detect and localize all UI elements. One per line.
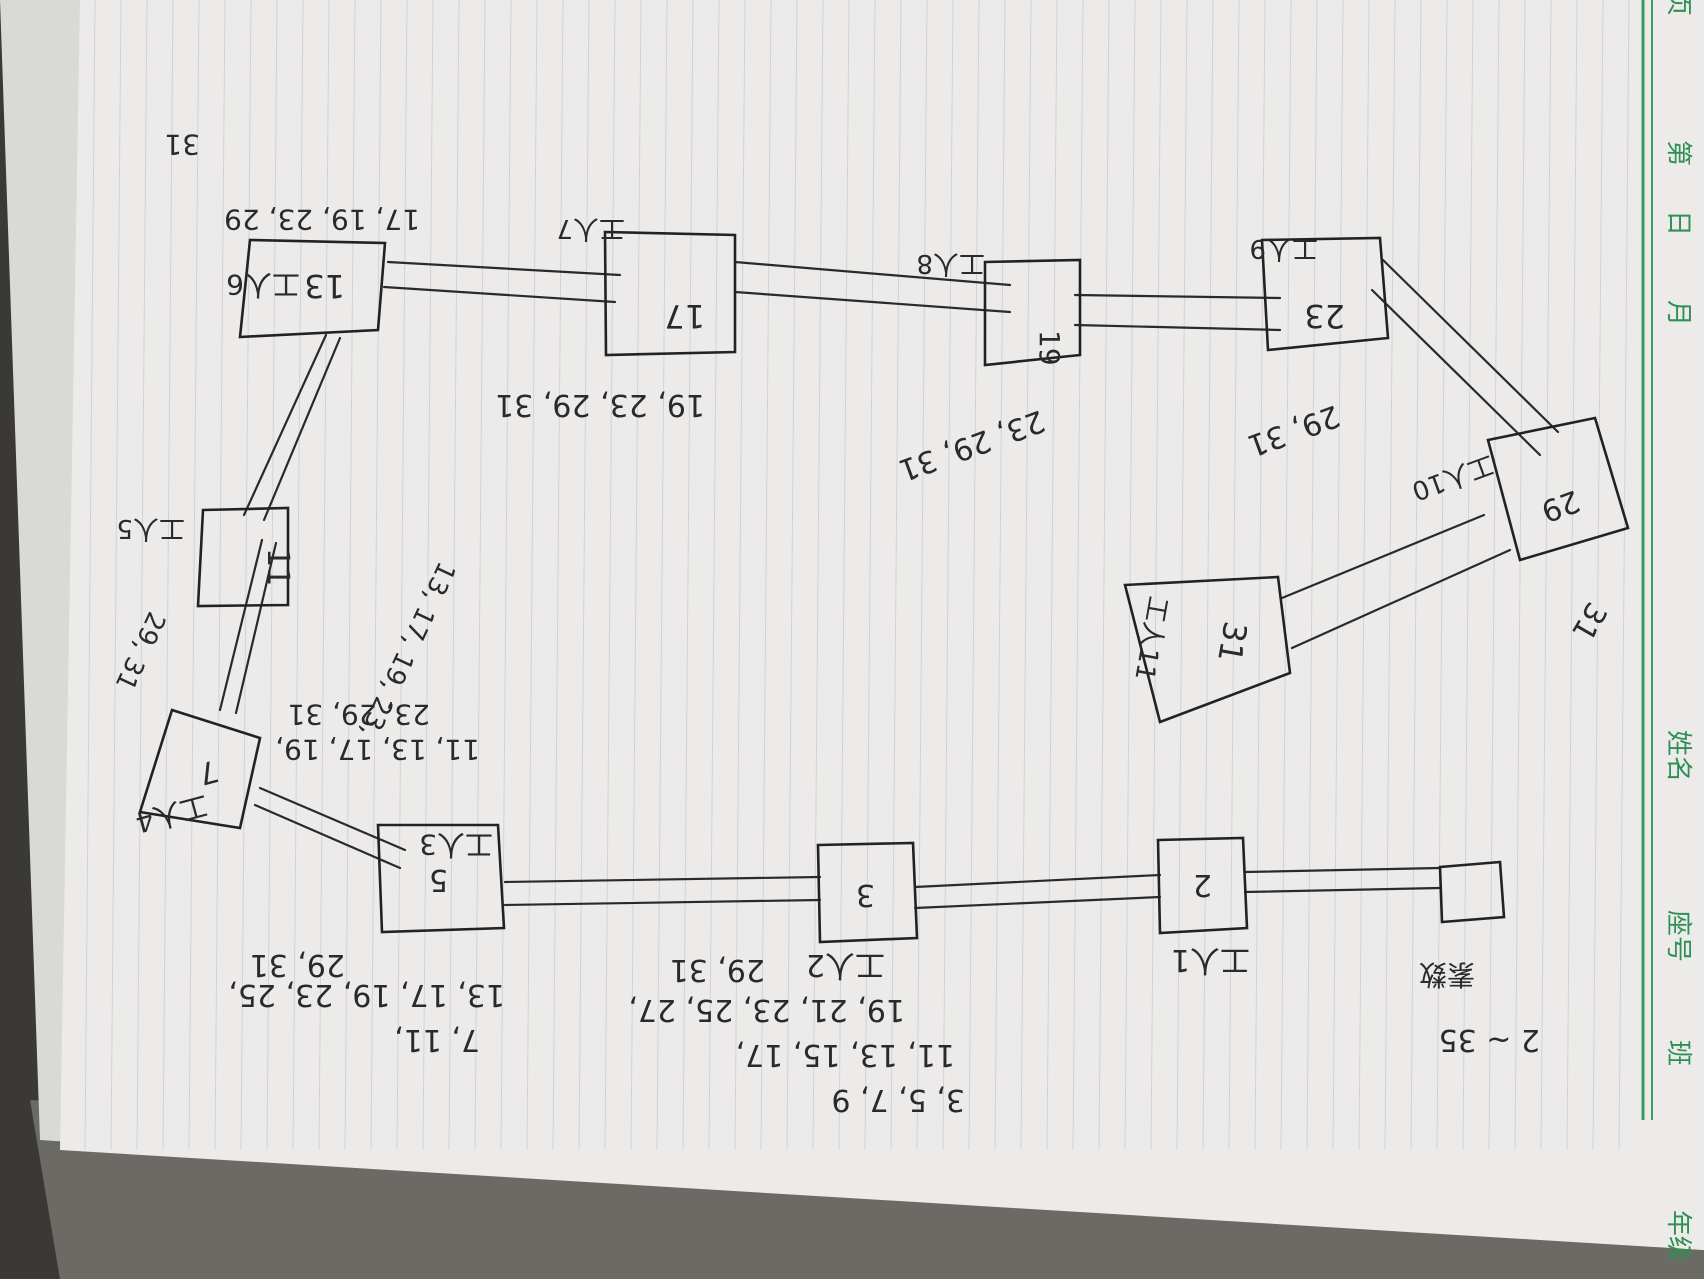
box-3-list-3: 19, 21, 23, 25, 27, [628, 992, 905, 1027]
box-19-worker: 工人8 [916, 248, 985, 278]
box-5-list-3: 29, 31 [250, 947, 345, 982]
box-3-worker: 工人2 [806, 947, 885, 982]
header-name: 姓名 [1663, 730, 1693, 782]
box-5-worker: 工人3 [419, 828, 493, 861]
box-2-number: 2 [1193, 867, 1212, 902]
box-3-number: 3 [856, 877, 875, 912]
header-page: 页 [1663, 0, 1693, 16]
box-17-list-1: 19, 23, 29, 31 [495, 387, 705, 422]
box-13-worker: 工人6 [226, 268, 300, 301]
range-note: 2 ~ 35 [1439, 1022, 1540, 1057]
box-13-number: 13 [304, 267, 345, 305]
header-class: 班 [1663, 1040, 1693, 1066]
header-day: 日 [1663, 210, 1693, 236]
box-3-list-1: 3, 5, 7, 9 [831, 1082, 965, 1117]
box-31-number: 31 [1210, 619, 1254, 666]
box-13-list-1: 17, 19, 23, 29 [224, 203, 420, 236]
box-19-number: 19 [1033, 330, 1066, 366]
box-3-list-2: 11, 13, 15, 17, [736, 1037, 955, 1072]
header-month: 月 [1663, 300, 1693, 326]
box-11-worker: 工人5 [116, 513, 185, 543]
box-11-number: 11 [260, 548, 295, 586]
box-2-worker: 工人1 [1171, 942, 1250, 977]
box-5-list-1: 7, 11, [394, 1022, 480, 1057]
box-17-worker: 工人7 [556, 213, 625, 243]
header-no: 第 [1663, 140, 1693, 166]
box-13-list-2: 31 [164, 128, 200, 161]
start-box-label: 素数 [1419, 958, 1475, 991]
box-5-number: 5 [429, 862, 448, 897]
box-3-list-4: 29, 31 [670, 952, 765, 987]
box-23-number: 23 [1304, 297, 1345, 335]
header-grade: 年级 [1663, 1210, 1693, 1262]
box-23-worker: 工人9 [1249, 233, 1318, 263]
header-seat: 座号 [1663, 910, 1693, 962]
box-17-number: 17 [664, 297, 705, 335]
